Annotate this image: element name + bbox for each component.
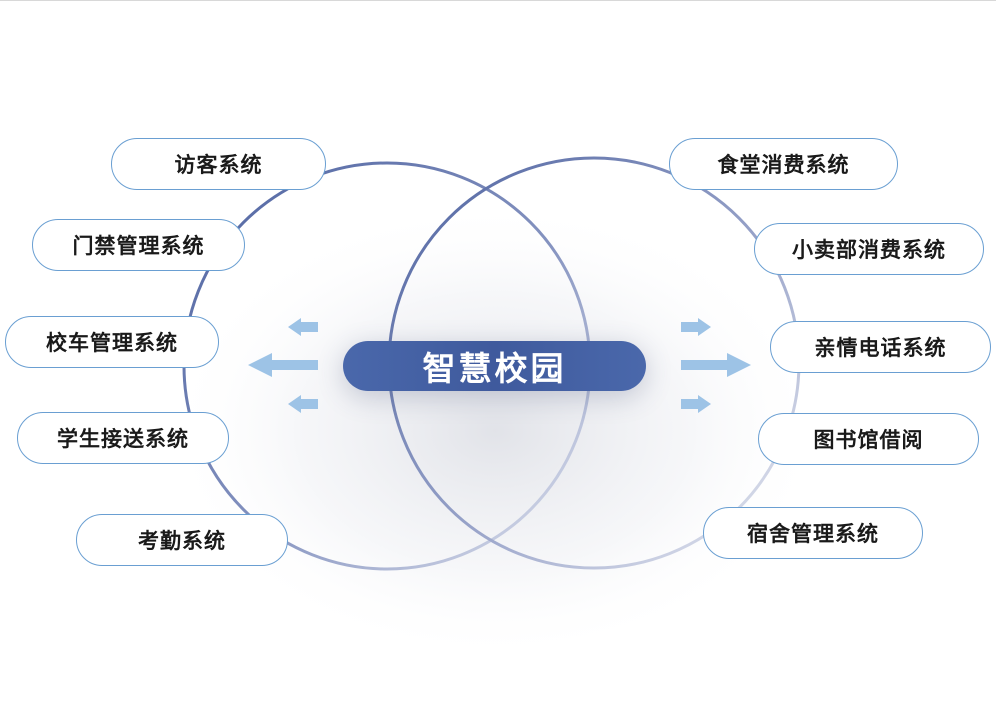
pill-store-consumption-system: 小卖部消费系统 — [754, 223, 984, 275]
pill-dormitory-management-system: 宿舍管理系统 — [703, 507, 923, 559]
center-smart-campus: 智慧校园 — [343, 341, 646, 391]
pill-attendance-system: 考勤系统 — [76, 514, 288, 566]
pill-library-borrowing: 图书馆借阅 — [758, 413, 979, 465]
left-arrow-small-bottom — [288, 395, 318, 413]
pill-visitor-system: 访客系统 — [111, 138, 326, 190]
right-arrows — [681, 318, 751, 413]
right-arrow-small-top — [681, 318, 711, 336]
left-arrows — [248, 318, 318, 413]
pill-canteen-consumption-system: 食堂消费系统 — [669, 138, 898, 190]
pill-access-control-system: 门禁管理系统 — [32, 219, 245, 271]
left-arrow-small-top — [288, 318, 318, 336]
pill-student-pickup-system: 学生接送系统 — [17, 412, 229, 464]
background-glow — [165, 201, 825, 661]
pill-school-bus-system: 校车管理系统 — [5, 316, 219, 368]
right-arrow-large — [681, 353, 751, 377]
pill-family-phone-system: 亲情电话系统 — [770, 321, 991, 373]
right-arrow-small-bottom — [681, 395, 711, 413]
left-arrow-large — [248, 353, 318, 377]
